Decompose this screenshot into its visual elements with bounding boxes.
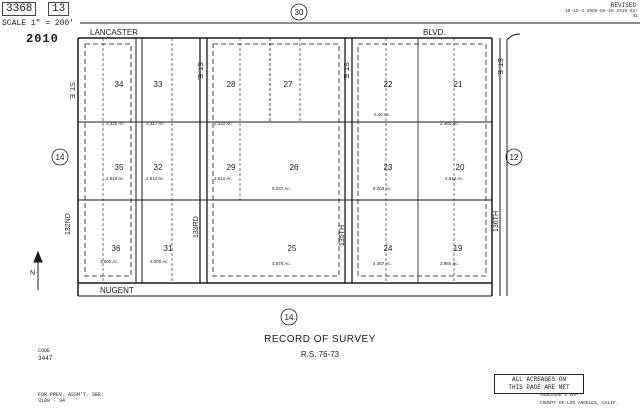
map-title: RECORD OF SURVEY bbox=[264, 334, 376, 345]
section-left: 14 bbox=[56, 153, 65, 162]
parcel-area: 4.467 Ac. bbox=[373, 261, 392, 266]
street-133rd: 133RD bbox=[193, 216, 200, 238]
parcel-number: 20 bbox=[456, 163, 465, 172]
section-circle-left bbox=[51, 148, 69, 166]
acreage-note-line1: ALL ACREAGES ON bbox=[511, 376, 566, 383]
parcel-area: 3.000 Ac. bbox=[100, 259, 119, 264]
revised-label: REVISED bbox=[610, 2, 636, 9]
street-135th: 135TH bbox=[339, 225, 346, 246]
parcel-number: 34 bbox=[115, 80, 124, 89]
scale-label: SCALE 1" = 200' bbox=[2, 19, 75, 28]
parcel-number: 31 bbox=[164, 244, 173, 253]
street-nugent: NUGENT bbox=[100, 286, 134, 295]
page-number: 13 bbox=[48, 2, 70, 16]
book-number: 3368 bbox=[2, 2, 37, 16]
parcel-number: 28 bbox=[227, 80, 236, 89]
section-right: 12 bbox=[510, 153, 519, 162]
survey-bound-2 bbox=[212, 43, 340, 277]
map-year: 2010 bbox=[26, 32, 59, 46]
parcel-area: 5.237 Ac. bbox=[272, 186, 291, 191]
parcel-area: 2.960 Ac. bbox=[440, 261, 459, 266]
parcel-area: 5.203 Ac. bbox=[373, 186, 392, 191]
section-circle-right bbox=[505, 148, 523, 166]
corner-curve bbox=[506, 33, 521, 41]
parcel-area: 2.612 Ac. bbox=[146, 176, 165, 181]
survey-bound-3 bbox=[357, 43, 487, 277]
parcel-area: 2.325 Ac. bbox=[106, 121, 125, 126]
parcel-number: 33 bbox=[154, 80, 163, 89]
footer-county: COUNTY OF LOS ANGELES, CALIF. bbox=[540, 401, 619, 406]
acreage-note-line2: THIS PAGE ARE NET bbox=[508, 384, 570, 391]
north-arrow-head bbox=[33, 250, 43, 263]
parcel-area: 2.40 Ac. bbox=[374, 112, 390, 117]
street-136th: 136TH bbox=[493, 211, 500, 232]
parcel-area: 2.322 Ac. bbox=[214, 121, 233, 126]
street-st-e-4: ST. E. bbox=[496, 58, 503, 77]
street-blvd: BLVD. bbox=[423, 28, 446, 37]
parcel-number: 32 bbox=[154, 163, 163, 172]
code-value: 3447 bbox=[38, 355, 53, 362]
section-bottom: 14 bbox=[285, 313, 294, 322]
parcel-number: 25 bbox=[288, 244, 297, 253]
parcel-number: 23 bbox=[384, 163, 393, 172]
parcel-number: 19 bbox=[454, 244, 463, 253]
prev-note-line2: 3188 - 34 bbox=[38, 398, 66, 404]
parcel-area: 2.360 Ac. bbox=[440, 121, 459, 126]
street-st-e-3: ST. E. bbox=[342, 62, 349, 81]
parcel-number: 35 bbox=[115, 163, 124, 172]
parcel-number: 22 bbox=[384, 80, 393, 89]
parcel-number: 21 bbox=[454, 80, 463, 89]
parcel-number: 29 bbox=[227, 163, 236, 172]
footer-assessor: ASSESSOR'S MAP bbox=[540, 393, 578, 398]
parcel-number: 27 bbox=[284, 80, 293, 89]
section-circle-bottom bbox=[280, 308, 298, 326]
prev-assessment-note: FOR PREV. ASSM'T. SEE: 3188 - 34 bbox=[38, 392, 104, 404]
parcel-number: 24 bbox=[384, 244, 393, 253]
street-132nd: 132ND bbox=[65, 213, 72, 235]
street-lancaster: LANCASTER bbox=[90, 28, 138, 37]
parcel-area: 3.000 Ac. bbox=[150, 259, 169, 264]
rs-reference: R.S. 76-73 bbox=[300, 350, 340, 359]
section-top: 30 bbox=[295, 8, 304, 17]
acreage-note-box: ALL ACREAGES ON THIS PAGE ARE NET bbox=[494, 374, 584, 394]
street-st-e-2: ST. E. bbox=[196, 62, 203, 81]
section-circle-top bbox=[290, 3, 308, 21]
parcel-area: 2.317 Ac. bbox=[146, 121, 165, 126]
parcel-number: 36 bbox=[112, 244, 121, 253]
street-st-e-1: ST. E. bbox=[68, 82, 75, 101]
north-label: N bbox=[30, 270, 35, 277]
parcel-area: 2.612 Ac. bbox=[214, 176, 233, 181]
parcel-area: 2.612 Ac. bbox=[445, 176, 464, 181]
parcel-number: 26 bbox=[290, 163, 299, 172]
revised-codes: 10-15-3 2009-08-10 2010-01-41 bbox=[565, 9, 638, 19]
parcel-area: 4.578 Ac. bbox=[272, 261, 291, 266]
code-label: CODE bbox=[38, 348, 51, 354]
prev-note-line1: FOR PREV. ASSM'T. SEE: bbox=[38, 392, 105, 398]
survey-bound-1 bbox=[84, 43, 132, 277]
parcel-area: 2.610 Ac. bbox=[106, 176, 125, 181]
